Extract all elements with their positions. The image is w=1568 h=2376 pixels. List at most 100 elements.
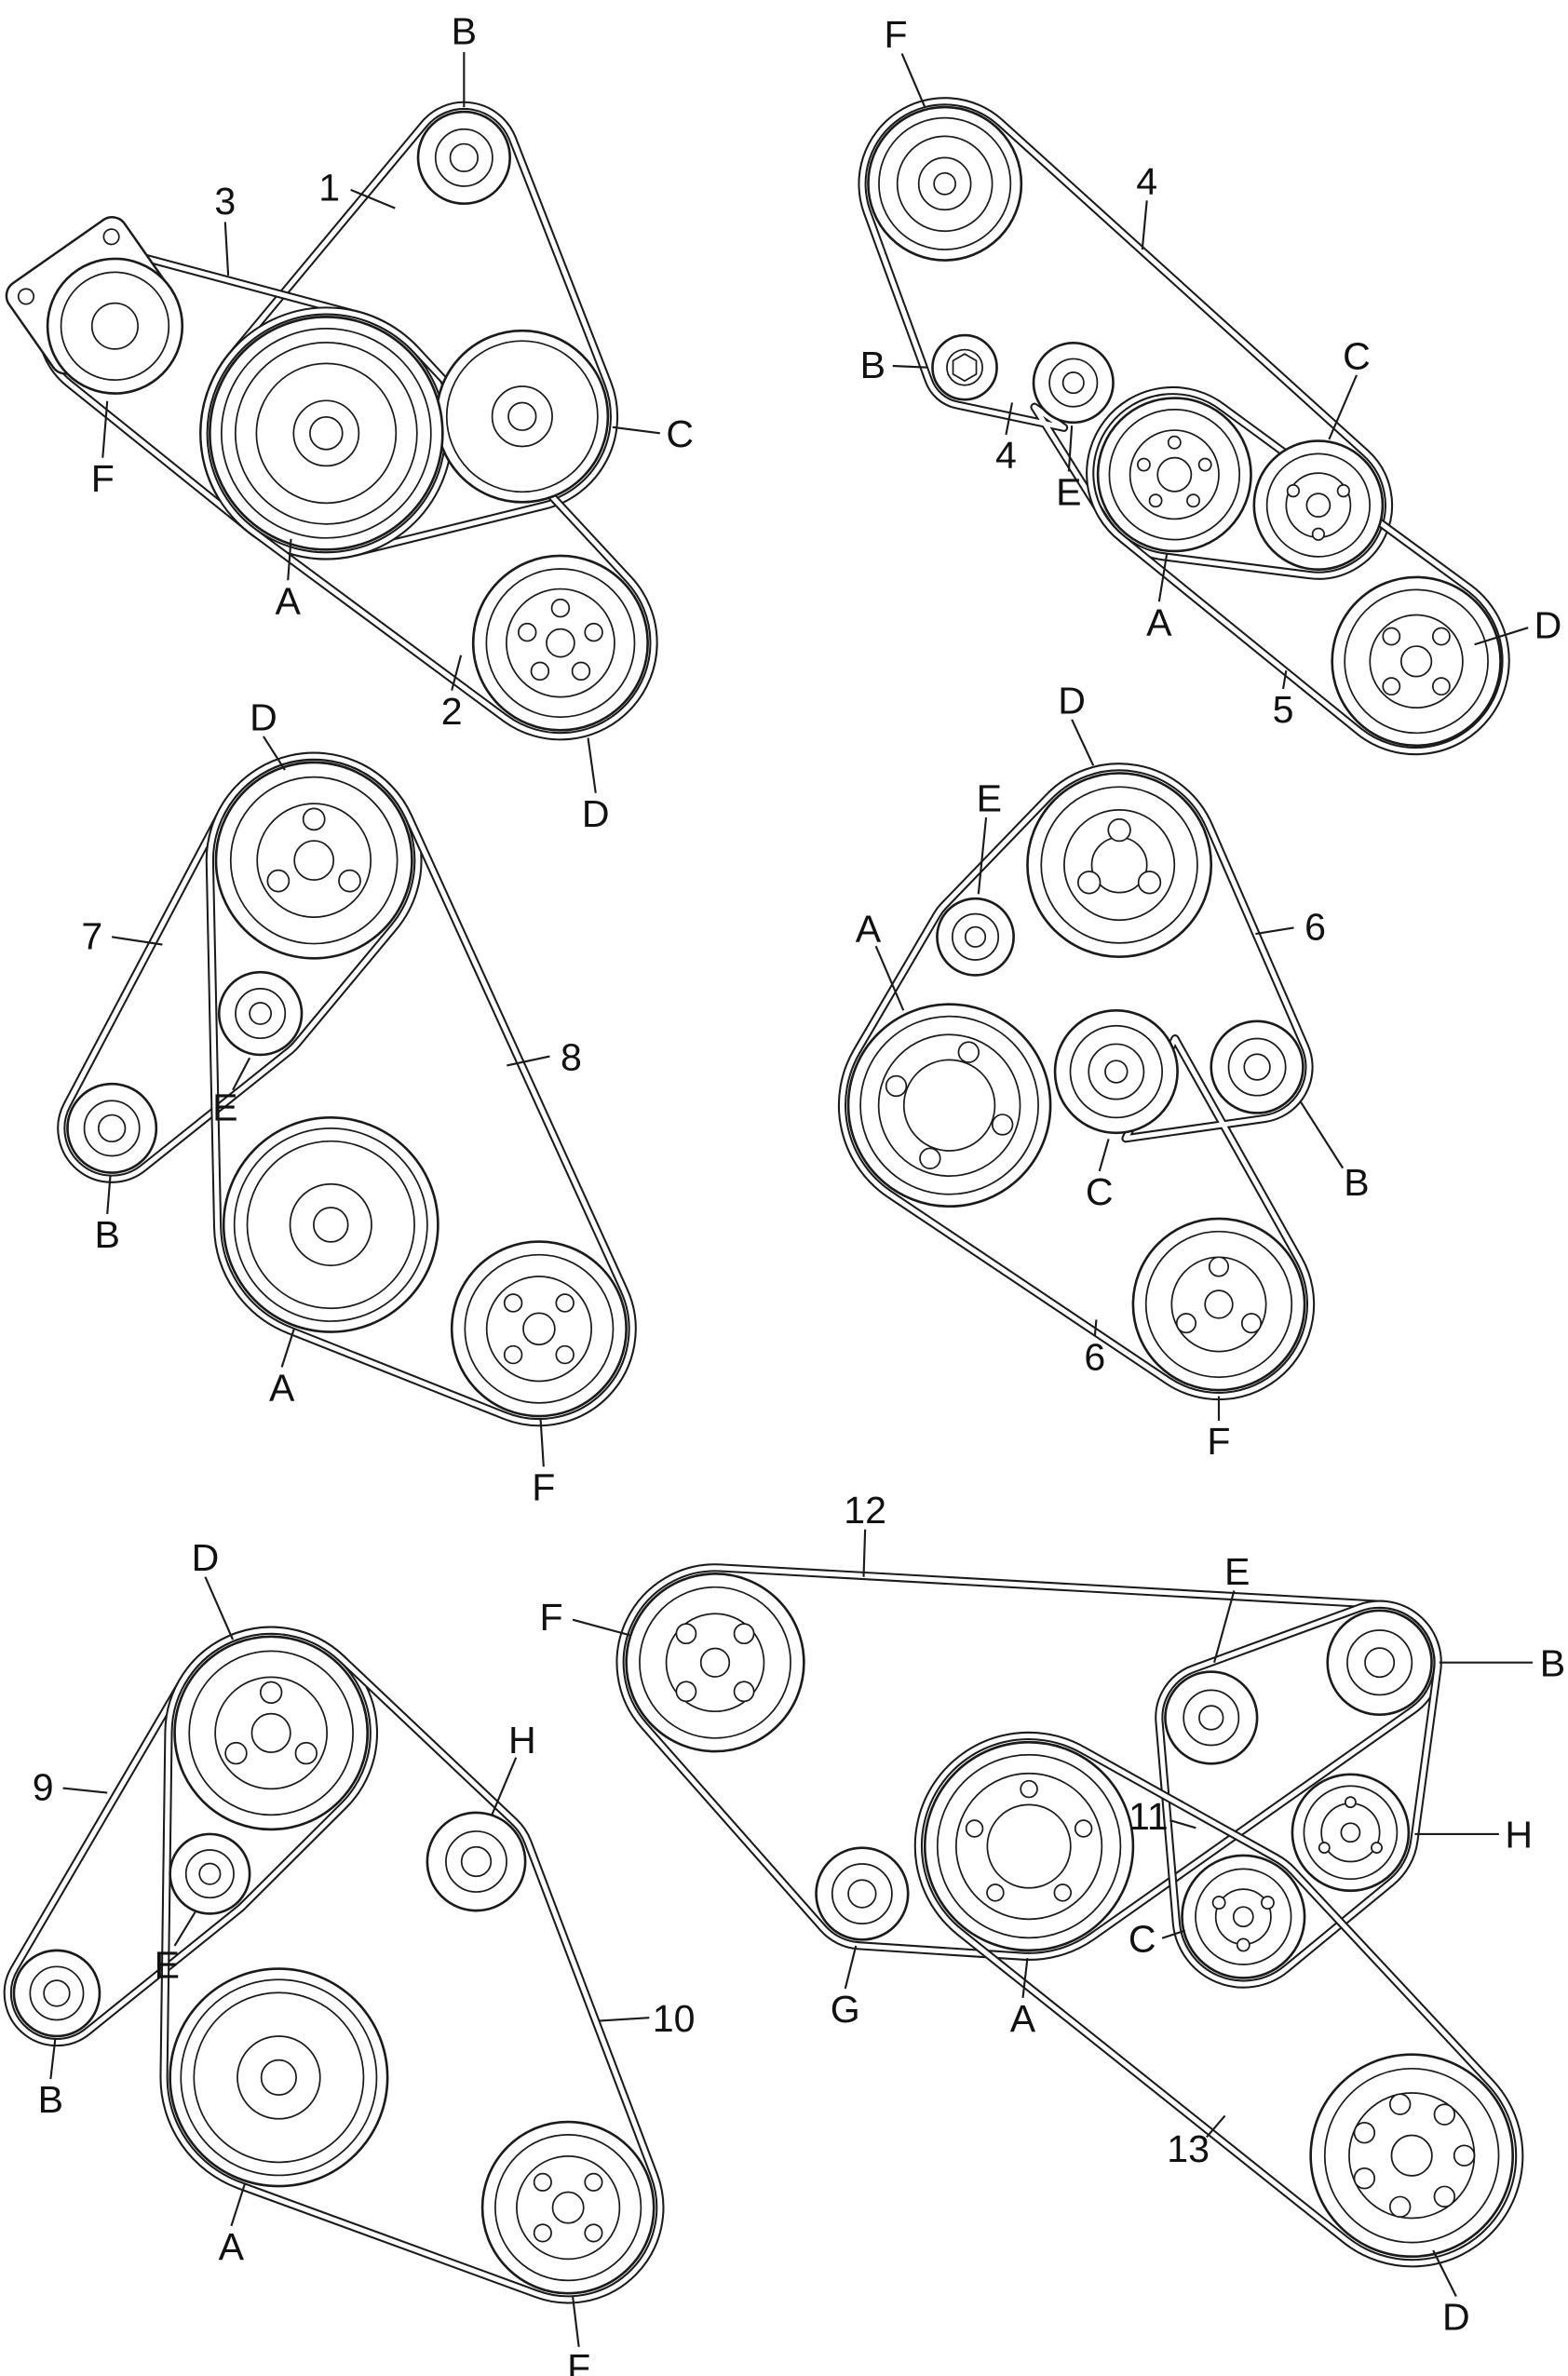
pulley-rim [46,257,184,395]
pulley-rim [222,1116,439,1333]
bolt-hole [1353,2167,1376,2190]
pulley-rim [426,1811,527,1912]
pulley-ring [434,128,493,187]
leader-F [572,2296,580,2347]
leader-8 [507,1055,550,1067]
bolt-hole [338,869,361,893]
belt-8-groove [207,753,635,1425]
pulley-ring [1346,1629,1413,1696]
pulley-rim [1210,1019,1304,1114]
bolt-hole [1318,1842,1331,1854]
pulley-ring [445,340,599,493]
leader-D [263,736,286,771]
leader-E [1067,425,1074,472]
label-A: A [1146,601,1172,643]
bolt-hole [1137,871,1162,895]
pulley-ring [237,2035,321,2120]
pulley-ring [193,1991,365,2164]
pulley-ring [1040,786,1198,944]
pulley-ring [1265,452,1371,558]
bolt-hole [1311,527,1325,541]
pulley-D [1026,772,1213,959]
leader-6 [1255,926,1294,936]
leader-E [173,1910,197,1947]
pulley-ring [1232,1906,1254,1928]
bolt-hole [1382,627,1401,646]
label-6: 6 [1084,1336,1105,1379]
label-7: 7 [81,914,102,957]
pulley-rim [867,105,1023,262]
pulley-D [214,761,413,960]
pulley-ring [1088,1043,1145,1100]
bolt-hole [503,1293,523,1313]
bolt-hole [224,1741,248,1765]
pulley-ring [507,401,537,431]
label-G: G [831,1988,860,2031]
belt-13-groove [915,1733,1522,2266]
pulley-ring [485,568,636,719]
bolt-hole [518,622,537,642]
pulley-rim [1096,397,1252,553]
leader-4 [1005,402,1014,436]
leader-C [1328,374,1358,440]
pulley-ring [1144,1230,1293,1379]
leader-E [1213,1590,1236,1664]
pulley-ring [639,1586,791,1739]
pulley-ring [445,1830,507,1893]
bolt-hole [885,1074,908,1098]
pulley-D [1309,2053,1515,2259]
label-A: A [269,1367,295,1410]
label-B: B [1540,1642,1565,1685]
pulley-ring [250,1712,291,1753]
pulley-ring [464,1253,615,1404]
pulley-A [1096,397,1252,553]
pulley-ring [188,1650,354,1816]
bolt-hole [1236,1937,1250,1952]
pulley-D [471,554,649,732]
label-13: 13 [1167,2127,1210,2170]
bolt-hole [1433,2103,1456,2126]
bolt-hole [555,1293,574,1313]
leader-D [204,1576,235,1640]
label-F: F [567,2346,590,2376]
leader-G [844,1945,858,1990]
pulley-ring [933,171,957,196]
pulley-ring [1323,2067,1500,2244]
pulley-C [1053,1008,1179,1135]
pulley-ring [249,1002,273,1025]
bolt-hole [1020,1779,1038,1799]
pulley-ring [449,142,479,173]
pulley-ring [1243,1053,1271,1081]
label-D: D [582,792,610,835]
label-A: A [276,579,302,622]
bolt-hole [533,2172,552,2192]
leader-3 [223,222,230,277]
leader-A [1157,554,1169,602]
pulley-A [169,1967,389,2188]
label-A: A [1010,1997,1036,2040]
leader-D [587,737,597,793]
label-3: 3 [214,180,236,223]
bolt-hole [1167,435,1182,450]
pulley-ring [1399,645,1433,678]
bolt-hole [259,1681,283,1705]
bolt-hole [550,598,571,618]
bolt-hole [555,1344,574,1365]
bolt-hole [1432,627,1451,646]
pulley-ring [1061,371,1085,395]
label-H: H [508,1719,536,1762]
leader-11 [1169,1819,1196,1829]
pulley-ring [1390,2134,1433,2177]
pulley-B [12,1949,101,2038]
pulley-ring [1156,456,1193,493]
pulley-B [931,333,998,401]
pulley-ring [60,271,170,381]
label-F: F [540,1596,563,1639]
pulley-F [625,1573,805,1753]
pulley-B [416,110,511,206]
leader-5 [1281,670,1288,690]
pulley-rim [1164,1670,1259,1765]
bolt-hole [1336,484,1350,498]
leader-E [232,1057,251,1091]
label-B: B [452,10,477,53]
